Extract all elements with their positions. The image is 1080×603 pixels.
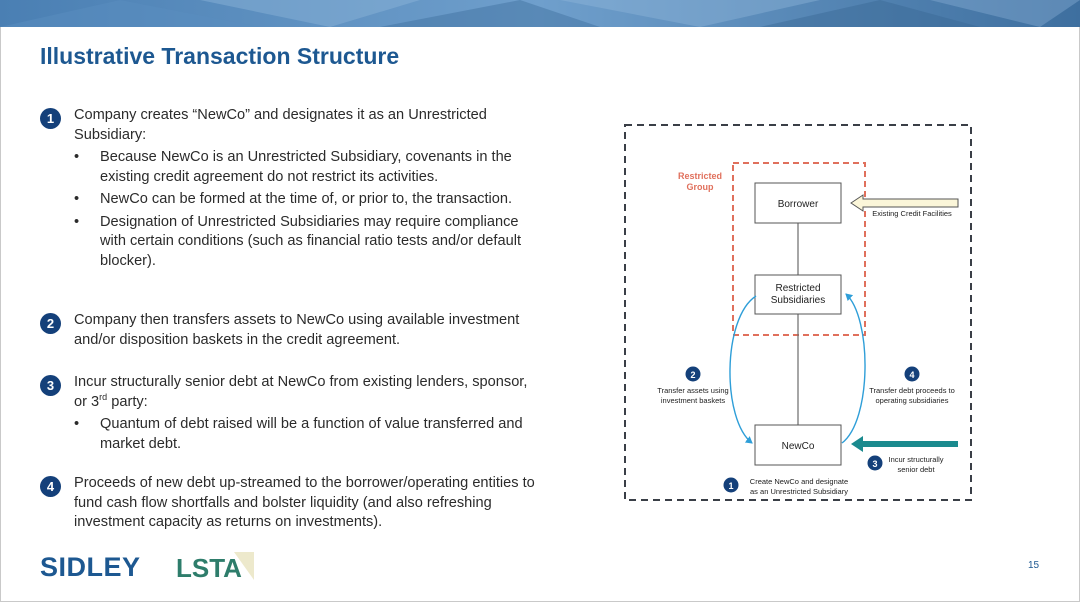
step-1-badge-number: 1 xyxy=(728,481,733,491)
lsta-logo-text: LSTA xyxy=(176,553,242,582)
diagram-frame xyxy=(624,124,972,501)
step-3-badge xyxy=(867,455,883,471)
step-text: Incur structurally senior debt at NewCo … xyxy=(74,373,544,457)
restricted-subsidiaries-box xyxy=(754,274,842,315)
restricted-group-box xyxy=(732,162,866,336)
bullet-item: Designation of Unrestricted Subsidiaries… xyxy=(74,213,544,272)
restricted-group-label: Restricted xyxy=(678,171,722,181)
ordinal-suffix: rd xyxy=(99,391,108,402)
newco-label: NewCo xyxy=(782,441,815,452)
step-2-badge xyxy=(685,366,701,382)
newco-box xyxy=(754,424,842,466)
bullet-item: Quantum of debt raised will be a functio… xyxy=(74,415,544,454)
step-4-badge-number: 4 xyxy=(909,370,914,380)
step-1-badge xyxy=(723,477,739,493)
senior-debt-arrow xyxy=(851,436,958,452)
step-2-caption: investment baskets xyxy=(661,396,725,405)
step-3-bullets: Quantum of debt raised will be a functio… xyxy=(74,415,544,454)
step-4-text: Proceeds of new debt up-streamed to the … xyxy=(74,475,535,530)
step-1-text: Company creates “NewCo” and designates i… xyxy=(74,107,487,143)
restricted-subsidiaries-label: Subsidiaries xyxy=(771,295,825,306)
restricted-group-label: Group xyxy=(687,182,714,192)
step-1-caption: as an Unrestricted Subsidiary xyxy=(750,487,848,496)
step-2-badge-number: 2 xyxy=(690,370,695,380)
step-3-caption: senior debt xyxy=(897,465,935,474)
transfer-proceeds-arrow xyxy=(841,293,866,444)
bullet-item: NewCo can be formed at the time of, or p… xyxy=(74,190,544,210)
page-number: 15 xyxy=(1028,560,1040,571)
borrower-box xyxy=(754,182,842,224)
header-banner xyxy=(0,0,1080,27)
page-title: Illustrative Transaction Structure xyxy=(40,43,400,69)
step-4-caption: Transfer debt proceeds to xyxy=(869,386,955,395)
step-text: Company creates “NewCo” and designates i… xyxy=(74,106,544,274)
step-3-text: Incur structurally senior debt at NewCo … xyxy=(74,374,528,410)
step-2-caption: Transfer assets using xyxy=(657,386,728,395)
borrower-label: Borrower xyxy=(778,199,819,210)
sidley-logo: SIDLEY xyxy=(40,552,141,582)
step-3-caption: Incur structurally xyxy=(888,455,943,464)
step-number-badge: 1 xyxy=(40,108,61,129)
credit-facilities-arrow xyxy=(850,194,959,212)
lsta-logo: LSTA xyxy=(176,552,254,582)
step-2-text: Company then transfers assets to NewCo u… xyxy=(74,312,520,348)
step-4-caption: operating subsidiaries xyxy=(876,396,949,405)
step-4-badge xyxy=(904,366,920,382)
step-1-bullets: Because NewCo is an Unrestricted Subsidi… xyxy=(74,148,544,271)
existing-credit-label: Existing Credit Facilities xyxy=(872,209,952,218)
step-number-badge: 3 xyxy=(40,375,61,396)
step-3-text-end: party: xyxy=(107,393,148,410)
step-3-badge-number: 3 xyxy=(872,459,877,469)
step-1-caption: Create NewCo and designate xyxy=(750,477,848,486)
restricted-subsidiaries-label: Restricted xyxy=(775,283,820,294)
bullet-item: Because NewCo is an Unrestricted Subsidi… xyxy=(74,148,544,187)
step-number-badge: 2 xyxy=(40,313,61,334)
step-number-badge: 4 xyxy=(40,476,61,497)
transfer-assets-arrow xyxy=(729,295,757,444)
